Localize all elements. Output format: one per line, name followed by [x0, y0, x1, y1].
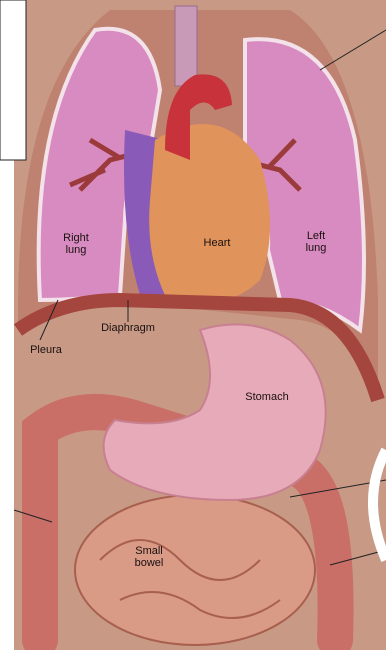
label-heart: Heart	[196, 237, 238, 249]
label-pleura: Pleura	[26, 344, 66, 356]
label-left-lung: Left lung	[299, 230, 333, 254]
heart	[149, 124, 270, 306]
inset-box	[0, 0, 26, 160]
label-right-lung: Right lung	[58, 232, 94, 256]
trachea	[175, 6, 197, 86]
label-stomach: Stomach	[236, 391, 298, 403]
label-diaphragm: Diaphragm	[92, 322, 164, 334]
small-bowel	[75, 495, 315, 645]
label-small-bowel: Small bowel	[128, 545, 170, 569]
